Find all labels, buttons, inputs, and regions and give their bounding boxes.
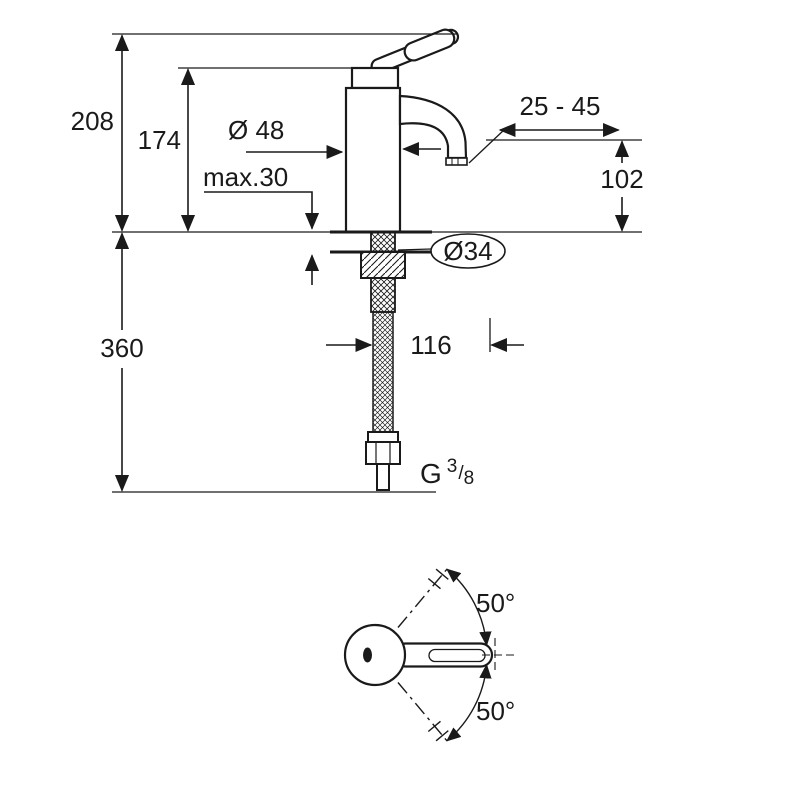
swing-line-up-tick: [427, 577, 441, 590]
dim-max-thickness: max.30: [203, 162, 320, 285]
swing-angle-dimensions: 50° 50°: [446, 568, 515, 742]
dim-label-360: 360: [100, 333, 143, 363]
lever-paddle: [403, 28, 456, 62]
dim-hose-length: 360: [100, 232, 144, 492]
top-view: 50° 50°: [343, 565, 515, 745]
hose-hex-nut: [365, 441, 401, 465]
thread-slash: /: [458, 463, 464, 484]
leader-line-34: [397, 248, 432, 251]
dim-spout-height: 102: [600, 140, 644, 232]
dim-label-2545: 25 - 45: [520, 91, 601, 121]
side-view: 208 174 Ø 48 max.30 25 - 45: [71, 28, 644, 493]
dim-label-208: 208: [71, 106, 114, 136]
dim-body-diameter: Ø 48: [228, 115, 441, 160]
leader-line-2545: [468, 128, 506, 164]
aerator: [445, 157, 468, 166]
dim-label-174: 174: [138, 125, 181, 155]
arc-50-up: [446, 568, 492, 647]
dim-body-height: 174: [138, 68, 196, 232]
extension-lines: [112, 33, 642, 493]
arc-50-down: [446, 663, 492, 742]
body-top-view: [343, 623, 407, 687]
faucet-side-geometry: [330, 28, 468, 491]
handle-pivot-slot: [363, 647, 372, 663]
cartridge-cap: [350, 66, 400, 90]
thread-numerator: 3: [447, 456, 458, 477]
dim-label-50-up: 50°: [476, 588, 515, 618]
flexible-hose: [372, 311, 394, 433]
dim-label-34: Ø34: [443, 236, 492, 266]
dim-spout-projection: 116: [326, 330, 524, 360]
faucet-body: [344, 86, 402, 234]
swing-line-down: [397, 682, 451, 745]
dim-hole-diameter: Ø34: [397, 233, 506, 269]
dim-label-48: Ø 48: [228, 115, 284, 145]
dim-line-max30-down: [204, 191, 320, 230]
dim-label-max30: max.30: [203, 162, 288, 192]
dim-label-102: 102: [600, 164, 643, 194]
hose-end-tube: [376, 463, 390, 491]
dim-label-50-down: 50°: [476, 696, 515, 726]
hose-collar: [367, 431, 399, 443]
handle-top-view: [392, 642, 494, 668]
swing-line-up: [397, 565, 451, 628]
swing-line-down-tick: [427, 720, 441, 733]
dim-label-116: 116: [410, 330, 451, 360]
fixing-nut: [360, 251, 406, 279]
thread-denominator: 8: [464, 468, 475, 489]
faucet-top-geometry: [343, 623, 494, 687]
thread-prefix: G: [420, 458, 442, 489]
dim-aerator-range: 25 - 45: [468, 91, 620, 164]
balloon-34: [430, 233, 506, 269]
dim-total-height: 208: [71, 34, 130, 232]
